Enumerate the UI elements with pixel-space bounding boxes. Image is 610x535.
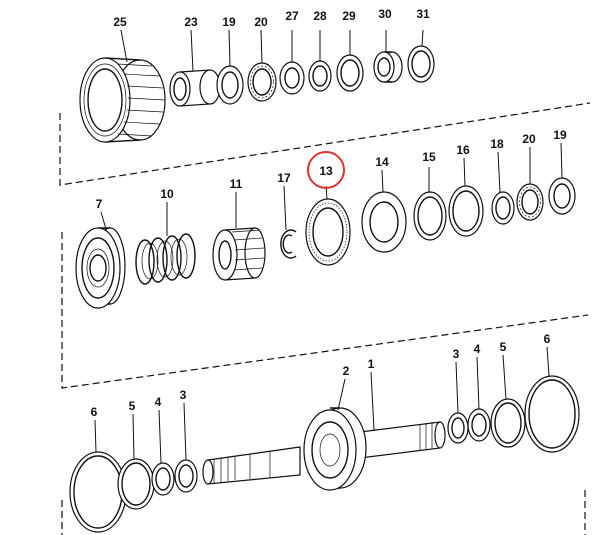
callout-6-right: 6 [544,332,551,346]
part-13-spring-disc [305,198,351,266]
callout-17: 17 [277,171,291,185]
part-6-seal-right [524,375,580,453]
part-17-snap-ring [280,229,297,259]
callout-19-mid: 19 [553,128,567,142]
part-28-ring [308,60,332,92]
callout-10: 10 [160,187,174,201]
part-15-ring [413,191,447,241]
part-14-plate [361,191,407,253]
part-3-ring-right [447,412,469,444]
part-3-ring-left [174,459,198,493]
part-16-ring [448,185,484,237]
part-23-sleeve [169,69,221,107]
callout-5-right: 5 [500,340,507,354]
part-4-ring-left [151,462,175,496]
part-5-ring-right [490,398,526,448]
part-19-washer [216,65,244,105]
callout-20-mid: 20 [522,132,536,146]
part-1-main-shaft [202,421,446,485]
callout-28: 28 [313,9,327,23]
callout-7: 7 [96,197,103,211]
part-6-seal-left [69,451,127,533]
callout-25: 25 [113,15,127,29]
frame-middle [61,232,589,389]
part-11-hub [212,227,266,281]
callout-4-right: 4 [474,342,481,356]
part-10-springs [135,233,196,285]
callout-4-left: 4 [155,395,162,409]
part-20-needle-bearing-row2 [516,183,544,221]
callout-29: 29 [342,9,356,23]
part-2-flange-gear [303,407,367,491]
part-27-washer [279,61,305,95]
leader-lines [94,29,563,464]
callout-14: 14 [375,155,389,169]
part-18-washer [491,191,515,225]
callout-labels: 25 23 19 20 27 28 29 30 31 7 10 11 17 13… [91,7,567,419]
part-19-washer-row2 [548,177,576,215]
part-20-needle-bearing [247,62,277,102]
part-30-bearing [373,51,403,83]
callout-18: 18 [490,137,504,151]
highlight-circle-13 [307,151,345,189]
callout-20-top: 20 [254,15,268,29]
part-7-piston-housing [75,227,126,309]
part-31-ring [407,45,435,83]
callout-30: 30 [378,7,392,21]
callout-27: 27 [285,9,299,23]
callout-2: 2 [343,364,350,378]
callout-31: 31 [416,7,430,21]
frame-bottom [61,490,586,535]
callout-16: 16 [456,143,470,157]
callout-3-left: 3 [180,388,187,402]
callout-13: 13 [319,164,333,178]
callout-23: 23 [184,15,198,29]
part-25-ring-gear [79,57,166,143]
callout-15: 15 [422,150,436,164]
callout-11: 11 [230,177,243,191]
part-4-ring-right [467,408,491,442]
callout-5-left: 5 [129,399,136,413]
frame-top [59,102,591,186]
callout-6-left: 6 [91,405,98,419]
part-5-ring-left [117,458,155,510]
callout-19-top: 19 [222,15,236,29]
callout-3-right: 3 [453,347,460,361]
part-29-ring [336,54,364,92]
callout-1: 1 [368,357,375,371]
